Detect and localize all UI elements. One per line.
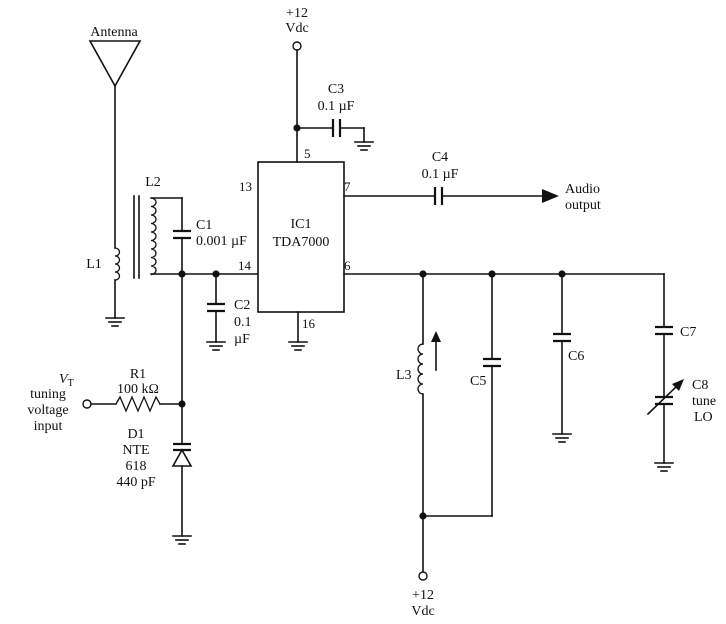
vt-label-2: tuning: [30, 387, 66, 402]
pin-16-ground: [288, 311, 308, 351]
l3-adjust-arrow: [431, 331, 441, 371]
vt-label-3: voltage: [27, 403, 68, 418]
ground-symbol: [105, 317, 125, 327]
c8-value-2: LO: [694, 410, 713, 425]
c3-name: C3: [328, 82, 344, 97]
d1-value-3: 440 pF: [116, 475, 156, 490]
d1-value-1: NTE: [122, 443, 149, 458]
pin-14-label: 14: [238, 258, 252, 273]
ground-symbol: [552, 433, 572, 443]
c4-value: 0.1 µF: [422, 167, 459, 182]
ground-symbol: [654, 462, 674, 472]
capacitor-c4: [343, 187, 546, 205]
c4-name: C4: [432, 150, 448, 165]
c1-value: 0.001 µF: [196, 234, 247, 249]
capacitor-c5: [422, 273, 501, 517]
vt-label-4: input: [34, 419, 63, 434]
l2-label: L2: [145, 175, 161, 190]
inductor-l2: [150, 197, 183, 276]
c8-name: C8: [692, 378, 708, 393]
pin-16-label: 16: [302, 316, 316, 331]
c5-label: C5: [470, 374, 486, 389]
c7-label: C7: [680, 325, 696, 340]
pin-5-label: 5: [304, 146, 311, 161]
supply-bottom-label-1: +12: [412, 588, 434, 603]
resistor-r1: [90, 395, 183, 413]
c8-value-1: tune: [692, 394, 716, 409]
vt-label: VT: [59, 372, 74, 389]
ic1-body: [257, 161, 345, 313]
ground-symbol: [354, 141, 374, 151]
inductor-l1: [114, 247, 121, 319]
junction-dot: [419, 512, 427, 520]
capacitor-c2: [207, 273, 225, 343]
transformer-core: [133, 195, 140, 279]
ic1-part: TDA7000: [273, 235, 330, 250]
ground-symbol: [172, 535, 192, 545]
capacitor-c1: [173, 197, 191, 275]
audio-label-2: output: [565, 198, 601, 213]
pin-7-label: 7: [344, 179, 351, 194]
supply-bottom-label-2: Vdc: [411, 604, 434, 619]
pin-13-label: 13: [239, 179, 252, 194]
d1-value-2: 618: [126, 459, 147, 474]
r1-name: R1: [130, 367, 146, 382]
ground-symbol: [206, 341, 226, 351]
pin-6-label: 6: [344, 258, 351, 273]
c3-value: 0.1 µF: [318, 99, 355, 114]
d1-name: D1: [127, 427, 144, 442]
l3-label: L3: [396, 368, 412, 383]
antenna-symbol: [88, 40, 142, 249]
varactor-diode-d1: [171, 403, 193, 537]
capacitor-c3: [296, 119, 365, 143]
c6-label: C6: [568, 349, 584, 364]
antenna-label: Antenna: [90, 25, 138, 40]
c2-value-2: µF: [234, 332, 250, 347]
inductor-l3: [417, 273, 424, 573]
vt-input-terminal: [82, 399, 92, 409]
l1-label: L1: [86, 257, 102, 272]
r1-value: 100 kΩ: [117, 382, 159, 397]
c2-value-1: 0.1: [234, 315, 252, 330]
c1-name: C1: [196, 218, 212, 233]
supply-terminal-bottom: [418, 571, 428, 581]
audio-label-1: Audio: [565, 182, 600, 197]
supply-top-label-2: Vdc: [285, 21, 308, 36]
ic1-name: IC1: [291, 217, 312, 232]
tank-node-wires: [181, 273, 259, 405]
audio-output-arrow: [542, 189, 559, 203]
capacitor-c7: [655, 273, 673, 398]
supply-terminal-top: [292, 41, 302, 51]
c2-name: C2: [234, 298, 250, 313]
variable-capacitor-c8: [646, 379, 684, 464]
supply-top-label-1: +12: [286, 6, 308, 21]
junction-dot: [178, 270, 186, 278]
capacitor-c6: [553, 273, 571, 435]
